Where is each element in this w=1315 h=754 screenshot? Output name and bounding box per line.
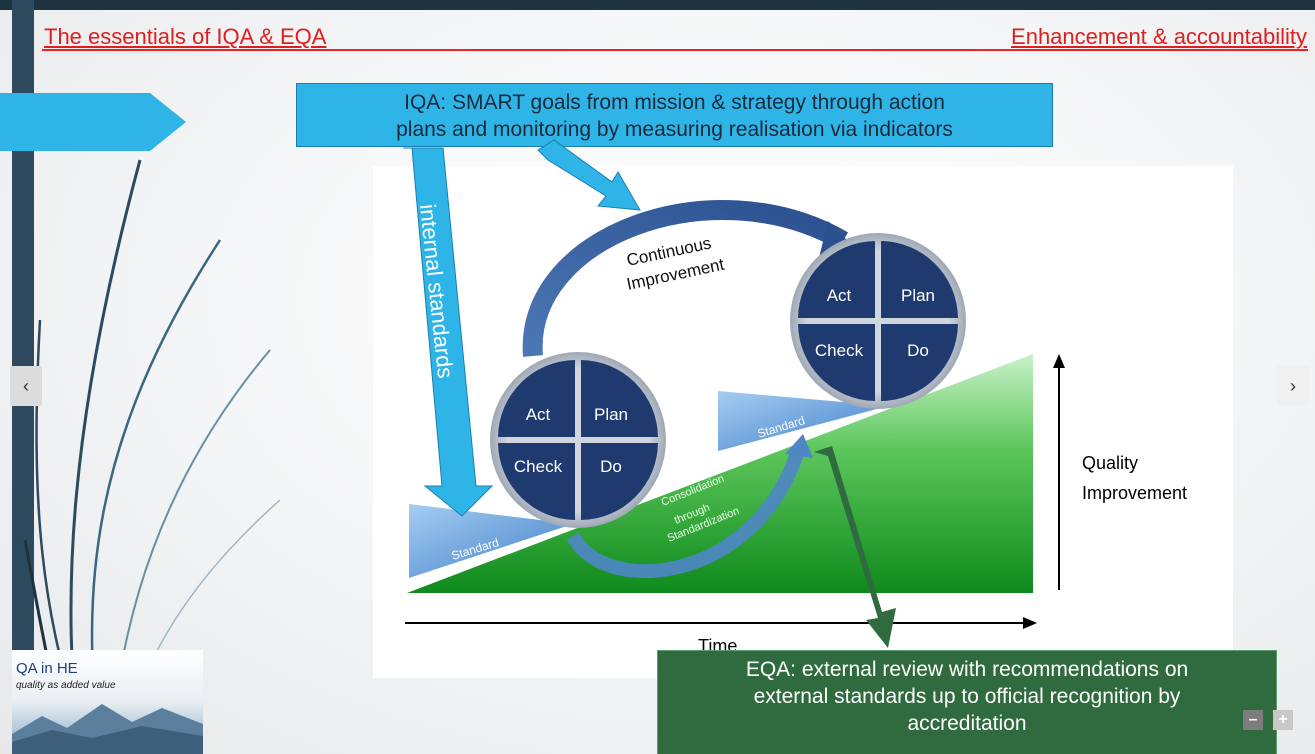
- eqa-line-2: external standards up to official recogn…: [753, 685, 1181, 708]
- previous-slide-button[interactable]: ‹: [10, 366, 42, 406]
- thumbnail-title: QA in HE: [16, 660, 78, 677]
- iqa-line-1: IQA: SMART goals from mission & strategy…: [404, 91, 945, 114]
- eqa-line-1: EQA: external review with recommendation…: [745, 658, 1189, 681]
- next-slide-button[interactable]: ›: [1277, 366, 1309, 406]
- cycle1-do: Do: [600, 457, 622, 476]
- quality-label-2: Improvement: [1082, 483, 1187, 503]
- zoom-out-button[interactable]: –: [1243, 710, 1263, 730]
- consolidation-arrow: [566, 448, 805, 579]
- continuous-improvement-arrow: [522, 200, 848, 357]
- standard-wedge-1: [409, 504, 573, 578]
- slide-title-right: Enhancement & accountability: [1011, 24, 1307, 49]
- header-underline: [42, 49, 1308, 51]
- iqa-line-2: plans and monitoring by measuring realis…: [396, 118, 953, 141]
- top-border: [0, 0, 1315, 10]
- cycle1-check: Check: [514, 457, 563, 476]
- slide-title-left: The essentials of IQA & EQA: [44, 24, 327, 49]
- standard-wedge-2: [718, 391, 888, 451]
- cycle2-act: Act: [827, 286, 852, 305]
- cycle2-do: Do: [907, 341, 929, 360]
- quality-label-1: Quality: [1082, 453, 1138, 473]
- cycle1-act: Act: [526, 405, 551, 424]
- pdca-diagram: Standard Standard Consolidation through …: [373, 166, 1233, 678]
- chevron-arrow-shape: [0, 93, 186, 151]
- zoom-in-button[interactable]: +: [1273, 710, 1293, 730]
- mountain-image: [12, 704, 203, 754]
- presentation-thumbnail: QA in HE quality as added value: [12, 650, 203, 754]
- thumbnail-subtitle: quality as added value: [16, 680, 116, 691]
- pdca-cycle-2: Act Plan Check Do: [790, 233, 966, 409]
- cycle2-check: Check: [815, 341, 864, 360]
- eqa-line-3: accreditation: [907, 712, 1027, 735]
- pdca-cycle-1: Act Plan Check Do: [490, 352, 666, 528]
- iqa-callout-box: IQA: SMART goals from mission & strategy…: [296, 83, 1053, 147]
- cycle1-plan: Plan: [594, 405, 628, 424]
- cycle2-plan: Plan: [901, 286, 935, 305]
- eqa-callout-box: EQA: external review with recommendation…: [657, 650, 1277, 754]
